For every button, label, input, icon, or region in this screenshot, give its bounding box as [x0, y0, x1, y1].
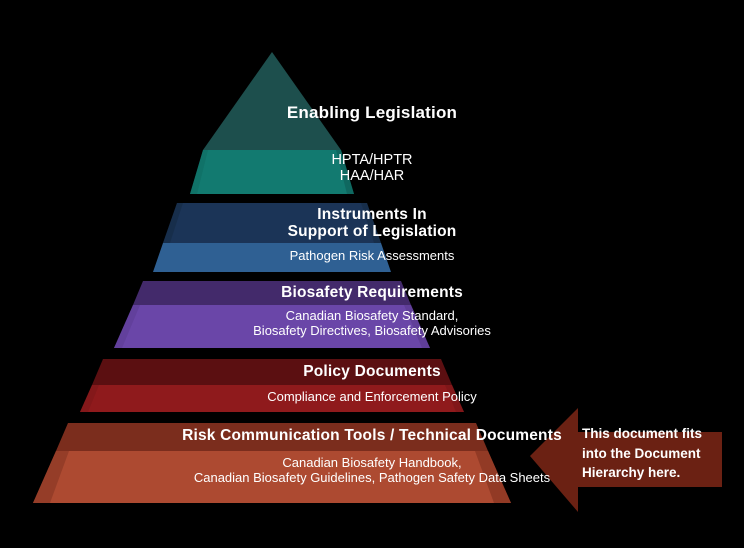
tier4-left-bevel — [80, 385, 99, 412]
pyramid-tier-policy-documents[interactable] — [80, 359, 464, 412]
pyramid-tier-risk-communication[interactable] — [33, 423, 511, 503]
pyramid-tier-biosafety-requirements[interactable] — [114, 281, 430, 348]
tier2-header-band — [163, 203, 381, 243]
tier5-body-band — [33, 451, 511, 503]
tier3-body-band — [114, 305, 430, 348]
tier5-left-edge — [33, 451, 69, 503]
callout-line2: into the Document — [582, 445, 701, 461]
tier3-right-bevel — [404, 305, 430, 348]
tier2-body-band — [153, 243, 391, 272]
tier2-right-bevel — [361, 203, 381, 243]
callout-label: This document fits into the Document Hie… — [582, 424, 710, 483]
tier1-left-bevel — [190, 150, 208, 194]
pyramid-tier-instruments[interactable] — [153, 203, 391, 272]
callout-arrow[interactable] — [530, 408, 722, 512]
callout-line3: Hierarchy here. — [582, 465, 681, 481]
tier1-header-band — [203, 52, 341, 150]
tier3-header-band — [133, 281, 411, 305]
tier4-body-band — [80, 385, 464, 412]
tier3-left-bevel — [114, 305, 140, 348]
tier1-right-bevel — [336, 150, 354, 194]
tier4-header-band — [92, 359, 452, 385]
tier5-header-band — [56, 423, 488, 451]
pyramid-tier-enabling-legislation[interactable] — [190, 52, 354, 194]
callout-line1: This document fits — [582, 426, 703, 441]
tier5-right-edge — [475, 451, 511, 503]
tier2-left-bevel — [163, 203, 183, 243]
tier1-body-band — [190, 150, 354, 194]
callout-arrow-shape — [530, 408, 722, 512]
tier4-right-bevel — [445, 385, 464, 412]
